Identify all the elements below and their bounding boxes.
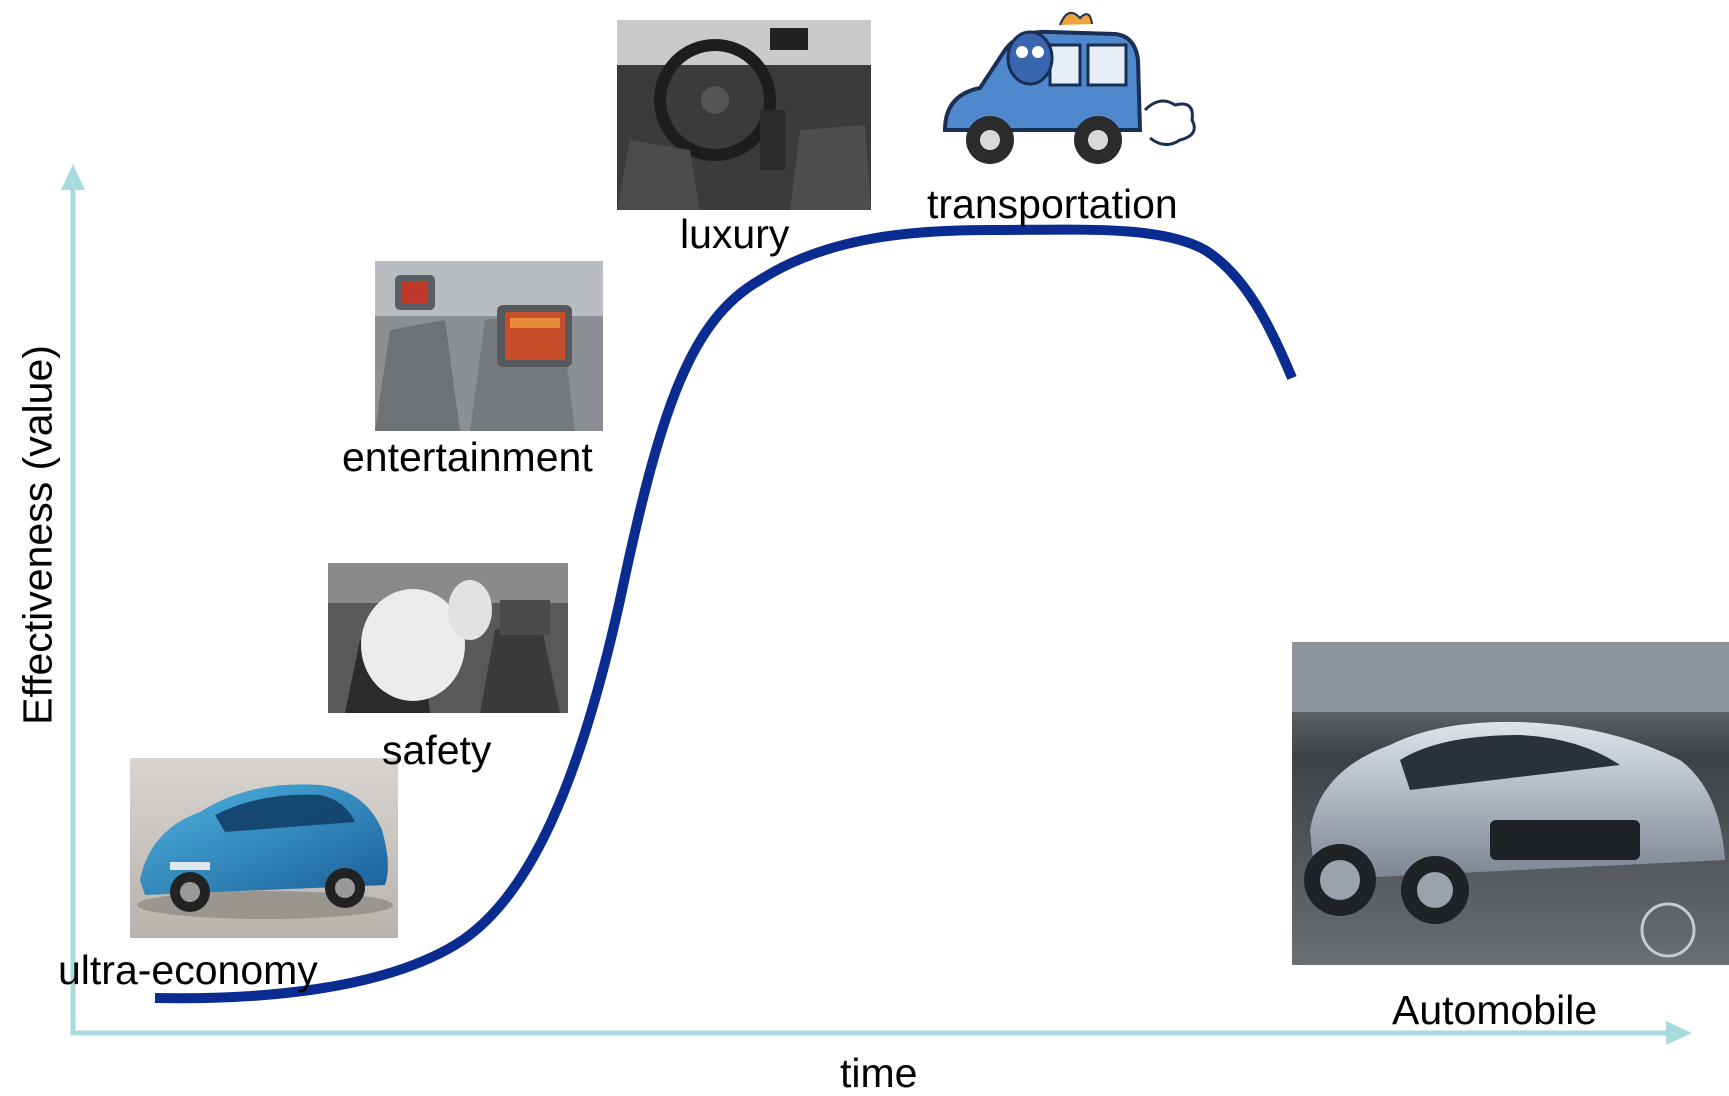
ultra-economy-picture — [130, 758, 398, 938]
safety-picture — [328, 563, 568, 713]
x-axis-arrowhead — [1666, 1021, 1692, 1045]
y-axis-label: Effectiveness (value) — [14, 345, 61, 725]
stage-label-entertainment: entertainment — [342, 434, 593, 480]
stage-label-ultra-economy: ultra-economy — [58, 947, 318, 993]
x-axis-label: time — [840, 1050, 918, 1096]
stage-label-safety: safety — [382, 727, 492, 773]
stage-label-luxury: luxury — [680, 211, 790, 257]
product-label-automobile: Automobile — [1392, 987, 1598, 1033]
y-axis-arrowhead — [61, 164, 85, 190]
value-curve — [154, 224, 1297, 1004]
transportation-picture — [940, 10, 1196, 170]
automobile-picture — [1292, 642, 1729, 965]
axes — [61, 164, 1692, 1045]
entertainment-picture — [375, 261, 603, 431]
luxury-picture — [617, 20, 871, 210]
stage-label-transportation: transportation — [927, 181, 1178, 227]
